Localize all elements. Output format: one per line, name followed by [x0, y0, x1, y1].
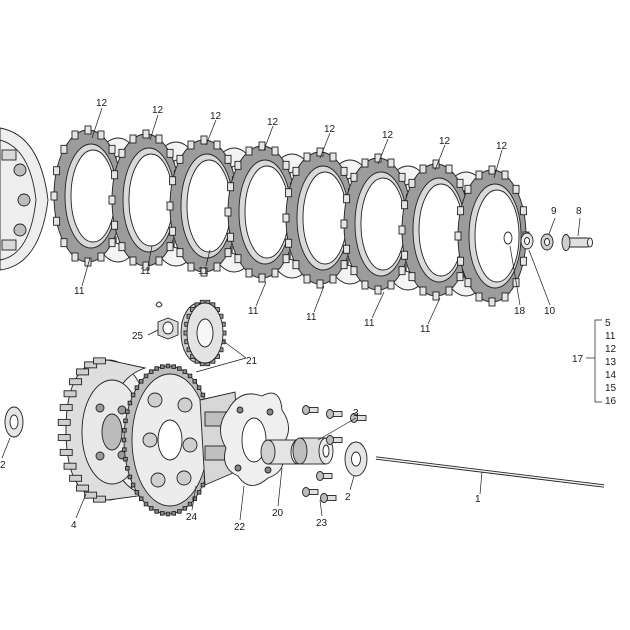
part-25-nut: [155, 301, 179, 340]
label-18: 18: [514, 306, 526, 317]
label-24: 24: [186, 512, 198, 523]
label-11: 11: [140, 266, 151, 277]
label-12: 12: [439, 136, 451, 147]
engine-cover-fragment: [0, 127, 49, 271]
friction-plate-12: [398, 159, 474, 301]
friction-plate-12: [108, 129, 184, 271]
friction-plate-12: [224, 141, 300, 283]
label-12: 12: [267, 117, 279, 128]
group-label-17: 17: [572, 354, 584, 365]
group-17-item-list: 5 11 12 13 14 15 16: [605, 318, 617, 407]
label-3: 3: [353, 408, 359, 419]
label-2: 2: [0, 460, 6, 471]
part-labels: 12 12 12 12 12 12 12 12 11 11 11 11 11 1…: [0, 98, 617, 533]
label-21: 21: [246, 356, 258, 367]
label-10: 10: [544, 306, 556, 317]
label-12: 12: [152, 105, 164, 116]
group-item-label: 14: [605, 370, 617, 381]
group-item-label: 13: [605, 357, 617, 368]
label-4: 4: [71, 520, 77, 531]
part-23-bolts: [302, 405, 367, 503]
group-item-label: 15: [605, 383, 617, 394]
part-24-primary-gear: [121, 363, 215, 517]
part-2-washer-right: [344, 441, 368, 477]
label-20: 20: [272, 508, 284, 519]
label-12: 12: [96, 98, 108, 109]
label-1: 1: [475, 494, 481, 505]
label-11: 11: [198, 266, 209, 277]
pressure-pin-assembly: [503, 231, 593, 251]
label-11: 11: [420, 324, 431, 335]
label-9: 9: [551, 206, 557, 217]
part-18-ring: [503, 231, 513, 245]
label-8: 8: [576, 206, 582, 217]
group-item-label: 16: [605, 396, 617, 407]
label-12: 12: [210, 111, 222, 122]
label-11: 11: [364, 318, 375, 329]
label-22: 22: [234, 522, 246, 533]
label-12: 12: [496, 141, 508, 152]
friction-plate-12: [282, 147, 358, 289]
label-12: 12: [382, 130, 394, 141]
part-21-gear: [180, 299, 227, 367]
label-11: 11: [306, 312, 317, 323]
friction-plate-12: [454, 165, 530, 307]
label-11: 11: [248, 306, 259, 317]
leader-lines: [1, 107, 602, 521]
label-23: 23: [316, 518, 328, 529]
friction-plate-12: [340, 153, 416, 295]
clutch-plate-stack: [50, 125, 530, 307]
part-22-flanged-plate: [220, 392, 289, 486]
group-item-label: 5: [605, 318, 611, 329]
friction-plate-12: [50, 125, 126, 267]
group-item-label: 12: [605, 344, 617, 355]
part-8-pin: [561, 234, 593, 251]
label-2: 2: [345, 492, 351, 503]
part-1-push-rod: [375, 456, 605, 488]
friction-plate-12: [166, 135, 242, 277]
label-25: 25: [132, 331, 144, 342]
part-2-washer-left: [4, 406, 24, 438]
label-11: 11: [74, 286, 85, 297]
group-item-label: 11: [605, 331, 616, 342]
label-12: 12: [324, 124, 336, 135]
